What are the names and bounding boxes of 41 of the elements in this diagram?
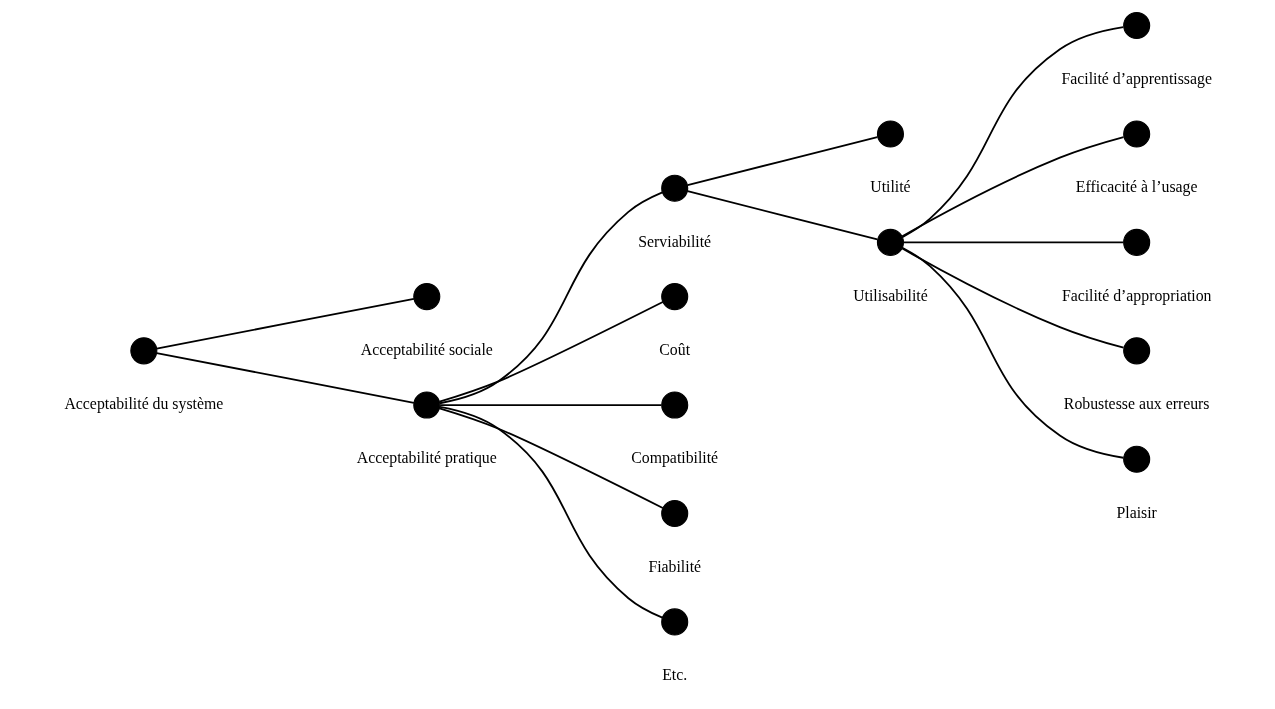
connector bbox=[900, 136, 1124, 238]
connector bbox=[438, 405, 663, 619]
node-label: Acceptabilité du système bbox=[63, 395, 223, 413]
connector bbox=[438, 301, 664, 403]
connector bbox=[438, 407, 664, 509]
node-label: Compatibilité bbox=[630, 449, 718, 467]
connector bbox=[900, 246, 1124, 459]
node-circle bbox=[876, 120, 904, 148]
node-circle bbox=[1122, 120, 1150, 148]
node-label: Etc. bbox=[661, 666, 687, 684]
node-label: Efficacité à l’usage bbox=[1075, 178, 1197, 196]
node-label: Utilité bbox=[869, 178, 911, 196]
node-circle bbox=[1122, 228, 1150, 256]
connector bbox=[686, 190, 878, 241]
node-circle bbox=[1122, 337, 1150, 365]
node-label: Acceptabilité pratique bbox=[356, 449, 497, 467]
node-label: Plaisir bbox=[1115, 503, 1157, 521]
connector bbox=[900, 26, 1124, 238]
node-label: Serviabilité bbox=[637, 232, 711, 250]
node-label: Acceptabilité sociale bbox=[360, 341, 493, 359]
node-circle bbox=[412, 283, 440, 311]
connector bbox=[902, 241, 1124, 244]
node-circle bbox=[660, 174, 688, 202]
node-label: Facilité d’appropriation bbox=[1061, 286, 1211, 304]
node-label: Facilité d’apprentissage bbox=[1060, 69, 1212, 87]
node-label: Utilisabilité bbox=[852, 286, 928, 304]
node-circle bbox=[412, 391, 440, 419]
node-label: Coût bbox=[658, 341, 690, 359]
node-circle bbox=[129, 337, 157, 365]
connector bbox=[686, 136, 878, 187]
node-label: Fiabilité bbox=[647, 557, 701, 575]
node-circle bbox=[660, 499, 688, 528]
connector bbox=[438, 191, 663, 405]
node-circle bbox=[1122, 11, 1150, 40]
connector bbox=[900, 247, 1124, 349]
node-circle bbox=[660, 391, 688, 419]
node-circle bbox=[660, 283, 688, 311]
node-label: Robustesse aux erreurs bbox=[1063, 395, 1209, 413]
node-circle bbox=[876, 228, 904, 256]
node-circle bbox=[1122, 445, 1150, 473]
node-circle bbox=[660, 608, 688, 636]
